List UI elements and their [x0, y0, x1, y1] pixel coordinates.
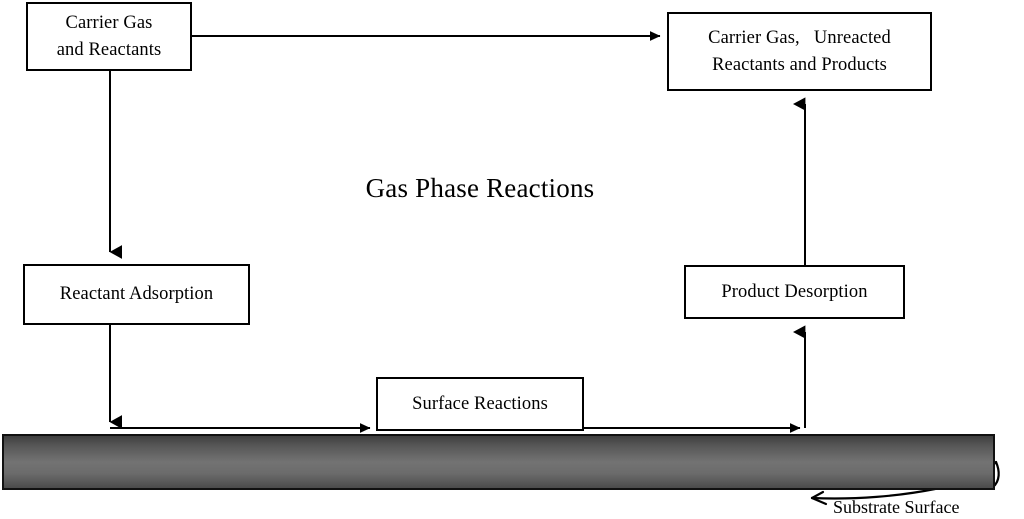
node-carrier-gas-unreacted-reactants-and-products[interactable]: Carrier Gas, Unreacted Reactants and Pro…	[667, 12, 932, 91]
node-surface-label: Surface Reactions	[412, 393, 548, 414]
node-outlet-line-2: Reactants and Products	[712, 54, 887, 75]
substrate-slab	[2, 434, 995, 490]
gas-phase-reactions-title: Gas Phase Reactions	[365, 173, 595, 203]
node-product-desorption[interactable]: Product Desorption	[684, 265, 905, 319]
node-reactant-adsorption[interactable]: Reactant Adsorption	[23, 264, 250, 325]
node-inlet-line-1: Carrier Gas	[65, 12, 153, 33]
node-inlet-line-2: and Reactants	[56, 39, 162, 60]
node-desorption-label: Product Desorption	[721, 281, 868, 302]
node-outlet-line-1: Carrier Gas, Unreacted	[708, 27, 891, 48]
node-surface-reactions[interactable]: Surface Reactions	[376, 377, 584, 431]
substrate-surface-label: Substrate Surface	[833, 497, 960, 517]
node-adsorption-label: Reactant Adsorption	[59, 284, 214, 305]
node-carrier-gas-and-reactants[interactable]: Carrier Gas and Reactants	[26, 2, 192, 71]
